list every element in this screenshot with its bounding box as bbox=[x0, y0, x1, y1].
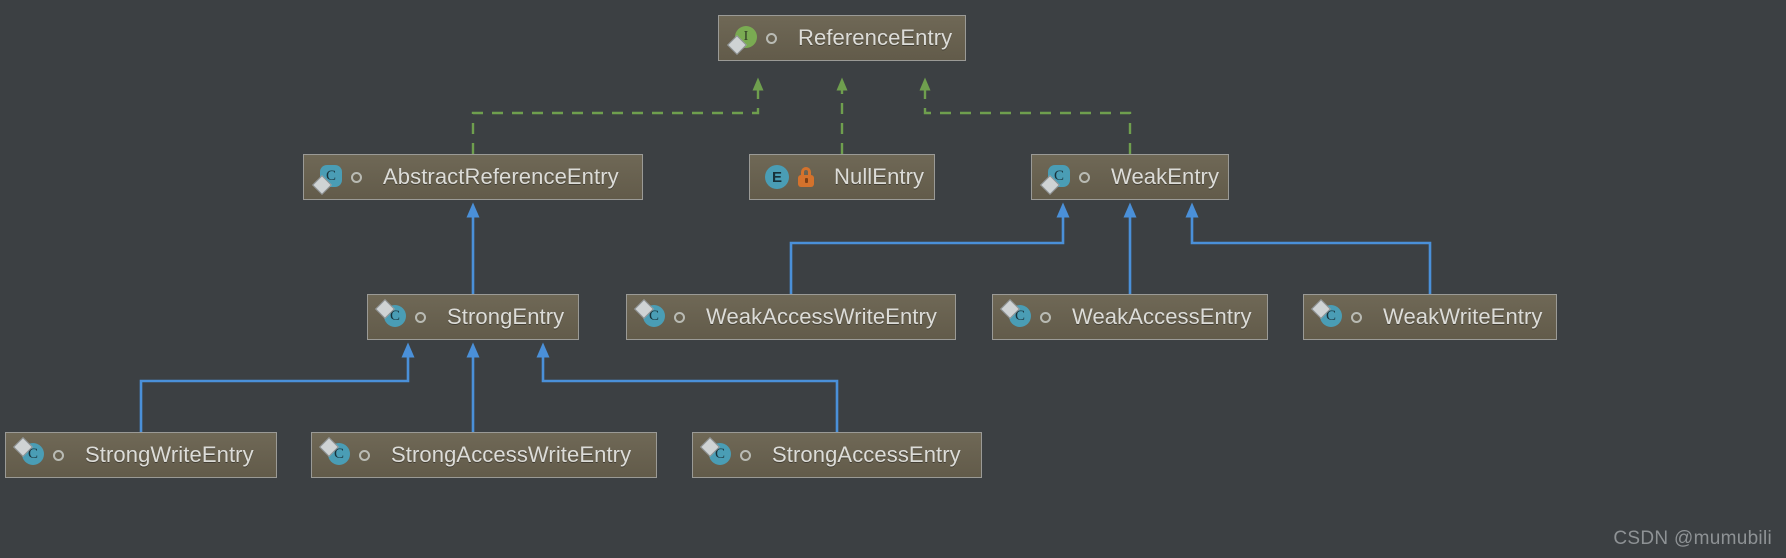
node-strong-write-entry[interactable]: C StrongWriteEntry bbox=[5, 432, 277, 478]
lock-icon bbox=[797, 167, 815, 187]
node-null-entry[interactable]: E NullEntry bbox=[749, 154, 935, 200]
circle-marker-icon bbox=[766, 32, 777, 44]
node-icon-group: C bbox=[1311, 299, 1373, 330]
watermark: CSDN @mumubili bbox=[1613, 528, 1772, 549]
node-strong-entry[interactable]: C StrongEntry bbox=[367, 294, 579, 340]
icon-glyph: I bbox=[743, 29, 749, 44]
node-label: NullEntry bbox=[834, 164, 925, 189]
edge-abstract-reference-entry-to-reference-entry bbox=[471, 77, 764, 154]
circle-marker-icon bbox=[740, 449, 751, 461]
node-strong-access-write-entry[interactable]: C StrongAccessWriteEntry bbox=[311, 432, 657, 478]
node-weak-access-entry[interactable]: C WeakAccessEntry bbox=[992, 294, 1268, 340]
node-label: StrongAccessEntry bbox=[772, 442, 961, 467]
node-reference-entry[interactable]: I ReferenceEntry bbox=[718, 15, 966, 61]
enum-icon: E bbox=[762, 164, 789, 190]
node-icon-group: C bbox=[312, 164, 373, 195]
class-icon: C bbox=[1000, 299, 1031, 330]
icon-glyph: C bbox=[325, 167, 336, 184]
circle-marker-icon bbox=[1040, 311, 1051, 323]
node-icon-group: C bbox=[375, 299, 437, 330]
node-icon-group: I bbox=[727, 25, 788, 55]
realization-edges bbox=[471, 77, 1132, 154]
node-strong-access-entry[interactable]: C StrongAccessEntry bbox=[692, 432, 982, 478]
class-icon: C bbox=[1040, 164, 1070, 195]
circle-marker-icon bbox=[1079, 171, 1090, 183]
node-icon-group: C bbox=[1040, 164, 1101, 195]
circle-marker-icon bbox=[1351, 311, 1362, 323]
lock-kh bbox=[805, 178, 808, 183]
node-weak-entry[interactable]: C WeakEntry bbox=[1031, 154, 1229, 200]
node-label: AbstractReferenceEntry bbox=[383, 164, 619, 189]
icon-disc bbox=[765, 165, 789, 189]
circle-marker-icon bbox=[674, 311, 685, 323]
icon-glyph: E bbox=[771, 168, 782, 186]
node-icon-group: C bbox=[634, 299, 696, 330]
class-icon: C bbox=[700, 437, 731, 468]
icon-glyph: C bbox=[1014, 307, 1025, 324]
class-icon: C bbox=[1311, 299, 1342, 330]
icon-glyph: C bbox=[333, 445, 344, 462]
class-icon: C bbox=[634, 299, 665, 330]
circle-marker-icon bbox=[415, 311, 426, 323]
node-icon-group: C bbox=[319, 437, 381, 468]
edge-weak-write-entry-to-weak-entry bbox=[1185, 202, 1432, 294]
node-label: WeakWriteEntry bbox=[1383, 304, 1543, 329]
icon-glyph: C bbox=[1053, 167, 1064, 184]
class-icon: C bbox=[13, 437, 44, 468]
class-icon: C bbox=[375, 299, 406, 330]
node-weak-access-write-entry[interactable]: C WeakAccessWriteEntry bbox=[626, 294, 956, 340]
edge-strong-write-entry-to-strong-entry bbox=[139, 342, 415, 432]
node-label: ReferenceEntry bbox=[798, 25, 953, 50]
node-label: WeakAccessEntry bbox=[1072, 304, 1252, 329]
node-weak-write-entry[interactable]: C WeakWriteEntry bbox=[1303, 294, 1557, 340]
node-icon-group: E bbox=[762, 164, 824, 190]
node-abstract-reference-entry[interactable]: C AbstractReferenceEntry bbox=[303, 154, 643, 200]
icon-glyph: C bbox=[27, 445, 38, 462]
edge-strong-access-entry-to-strong-entry bbox=[536, 342, 839, 432]
node-label: StrongEntry bbox=[447, 304, 565, 329]
node-icon-group: C bbox=[700, 437, 762, 468]
class-icon: C bbox=[312, 164, 342, 195]
class-icon: C bbox=[319, 437, 350, 468]
lock-shackle bbox=[801, 167, 811, 177]
node-icon-group: C bbox=[1000, 299, 1062, 330]
interface-icon: I bbox=[727, 25, 757, 55]
circle-marker-icon bbox=[351, 171, 362, 183]
node-label: StrongAccessWriteEntry bbox=[391, 442, 632, 467]
node-icon-group: C bbox=[13, 437, 75, 468]
edge-weak-access-write-entry-to-weak-entry bbox=[789, 202, 1070, 294]
node-label: WeakAccessWriteEntry bbox=[706, 304, 938, 329]
node-label: WeakEntry bbox=[1111, 164, 1220, 189]
circle-marker-icon bbox=[53, 449, 64, 461]
icon-glyph: C bbox=[1325, 307, 1336, 324]
edge-weak-entry-to-reference-entry bbox=[919, 77, 1132, 154]
node-label: StrongWriteEntry bbox=[85, 442, 254, 467]
icon-glyph: C bbox=[648, 307, 659, 324]
icon-glyph: C bbox=[389, 307, 400, 324]
circle-marker-icon bbox=[359, 449, 370, 461]
icon-glyph: C bbox=[714, 445, 725, 462]
